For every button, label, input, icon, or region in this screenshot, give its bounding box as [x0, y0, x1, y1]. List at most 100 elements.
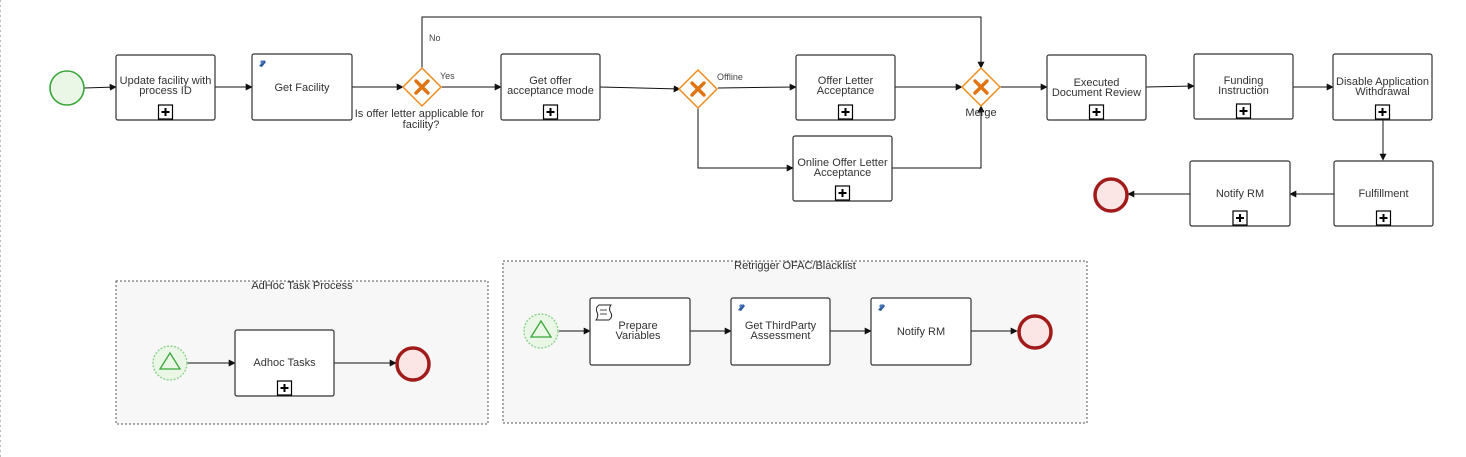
signal-triangle-icon — [158, 351, 182, 370]
task-label: Adhoc Tasks — [253, 357, 316, 369]
service-task-icon — [738, 304, 745, 311]
task-label-line: Get offer — [529, 75, 572, 87]
subprocess-plus-icon[interactable] — [542, 104, 559, 120]
task-notify-rm-retrigger[interactable]: Notify RM — [870, 297, 972, 366]
gateway-offer-applicable[interactable] — [401, 66, 443, 108]
task-label: Notify RM — [897, 326, 945, 338]
task-label-line: Acceptance — [817, 85, 874, 97]
adhoc-end-event[interactable] — [395, 346, 431, 382]
task-label-line: Notify RM — [1216, 188, 1264, 200]
adhoc-lane-title: AdHoc Task Process — [251, 280, 353, 292]
task-box — [251, 53, 353, 121]
task-label-line: Prepare — [618, 320, 657, 332]
task-box — [792, 135, 893, 202]
task-box — [234, 329, 335, 397]
subprocess-plus-icon[interactable] — [834, 185, 851, 201]
gateway-offer-applicable-label: Is offer letter applicable for facility? — [355, 108, 487, 131]
subprocess-plus-icon[interactable] — [1232, 210, 1248, 226]
flow-label-no: No — [429, 33, 441, 43]
task-box — [1046, 54, 1147, 121]
gateway-offline-split[interactable] — [677, 68, 719, 110]
task-label-line: Funding — [1224, 75, 1264, 87]
task-box — [115, 54, 216, 121]
task-notify-rm[interactable]: Notify RM — [1189, 160, 1291, 227]
task-adhoc-tasks[interactable]: Adhoc Tasks — [234, 329, 335, 397]
task-box — [730, 297, 831, 366]
subprocess-plus-icon[interactable] — [837, 104, 854, 120]
task-label-line: Assessment — [751, 330, 811, 342]
task-box — [1189, 160, 1291, 227]
task-label-line: Offer Letter — [818, 75, 874, 87]
task-label-line: Update facility with — [120, 75, 212, 87]
task-box — [500, 53, 601, 121]
exclusive-gateway-x-icon — [973, 79, 989, 95]
task-label-line: Adhoc Tasks — [253, 357, 316, 369]
flow-label-yes: Yes — [440, 71, 455, 81]
task-label-line: Executed — [1074, 77, 1120, 89]
exclusive-gateway-x-icon — [690, 81, 706, 97]
task-label-line: process ID — [139, 85, 192, 97]
gateway-merge[interactable] — [960, 66, 1002, 108]
task-label: Get Facility — [274, 82, 330, 94]
subprocess-plus-icon[interactable] — [1375, 210, 1392, 226]
signal-triangle-icon — [529, 319, 553, 338]
adhoc-start-event[interactable] — [152, 345, 188, 381]
task-get-facility[interactable]: Get Facility — [251, 53, 353, 121]
gateway-merge-label: Merge — [965, 107, 996, 119]
task-label-line: Instruction — [1218, 85, 1269, 97]
end-event[interactable] — [1093, 177, 1129, 213]
subprocess-plus-icon[interactable] — [276, 380, 293, 396]
task-label-line: Document Review — [1052, 87, 1141, 99]
task-label-line: Get ThirdParty — [745, 320, 817, 332]
task-label-line: Acceptance — [814, 167, 871, 179]
subprocess-plus-icon[interactable] — [1088, 104, 1105, 120]
task-label-line: Fulfillment — [1358, 188, 1408, 200]
subprocess-plus-icon[interactable] — [1374, 104, 1391, 120]
retrigger-lane-title: Retrigger OFAC/Blacklist — [734, 260, 856, 272]
task-label-line: Online Offer Letter — [797, 157, 888, 169]
service-task-icon — [259, 60, 266, 67]
service-task-icon — [878, 304, 885, 311]
task-box — [795, 54, 896, 121]
task-label-line: Withdrawal — [1355, 86, 1409, 98]
exclusive-gateway-x-icon — [414, 79, 430, 95]
task-fulfillment[interactable]: Fulfillment — [1333, 160, 1434, 227]
task-box — [1193, 53, 1294, 120]
task-label: Fulfillment — [1358, 188, 1408, 200]
task-label-line: Variables — [615, 330, 661, 342]
task-box — [589, 297, 691, 366]
flow-label-offline: Offline — [717, 72, 743, 82]
task-label: Notify RM — [1216, 188, 1264, 200]
script-task-icon — [595, 304, 613, 321]
subprocess-plus-icon[interactable] — [157, 104, 174, 120]
retrigger-start-event[interactable] — [523, 313, 559, 349]
sequence-flows — [83, 16, 1387, 367]
task-label-line: Get Facility — [274, 82, 330, 94]
task-label-line: Disable Application — [1336, 76, 1429, 88]
task-box — [1333, 160, 1434, 227]
subprocess-plus-icon[interactable] — [1235, 103, 1252, 119]
task-label-line: Notify RM — [897, 326, 945, 338]
retrigger-end-event[interactable] — [1017, 314, 1053, 350]
start-event[interactable] — [49, 70, 85, 106]
